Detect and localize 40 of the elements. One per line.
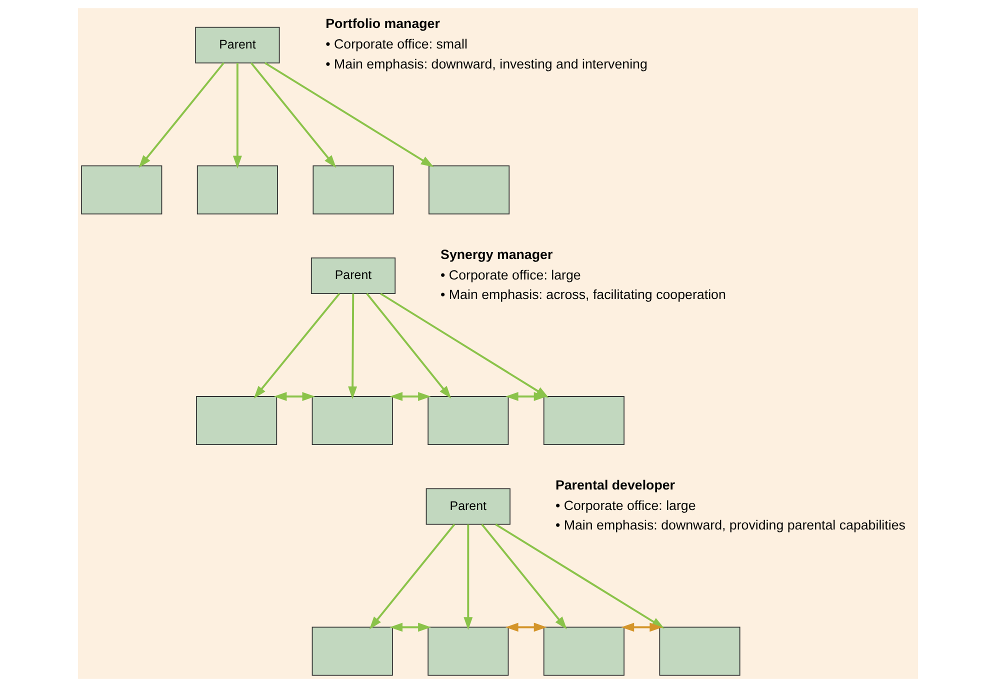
node-box <box>196 396 278 446</box>
arrow <box>348 294 358 400</box>
arrow <box>264 62 434 168</box>
label: Portfolio manager <box>326 16 440 32</box>
node-box <box>312 165 394 214</box>
label: • Main emphasis: across, facilitating cooperation <box>440 286 726 302</box>
label: • Main emphasis: downward, investing and intervening <box>326 56 648 72</box>
arrow <box>505 392 547 401</box>
node-box: Parent <box>426 488 510 525</box>
label: • Corporate office: large <box>555 498 696 514</box>
node-box: Parent <box>195 26 280 64</box>
node-box <box>543 626 624 676</box>
node-box <box>196 165 278 214</box>
node-box <box>81 165 162 214</box>
arrow <box>464 524 473 630</box>
arrow <box>481 524 567 630</box>
arrow <box>369 524 456 630</box>
label: Parental developer <box>555 478 675 493</box>
node-box <box>659 626 740 676</box>
node-box: Parent <box>310 258 396 294</box>
node-box <box>312 626 393 676</box>
arrow <box>138 62 224 168</box>
label: Synergy manager <box>440 246 553 262</box>
label: • Corporate office: large <box>440 267 581 282</box>
node-box <box>543 396 624 446</box>
arrow <box>232 62 242 169</box>
arrow <box>366 293 452 399</box>
node-box <box>428 396 509 446</box>
arrow <box>390 392 431 401</box>
label: • Main emphasis: downward, providing parental capabilities <box>555 518 906 533</box>
arrow <box>390 622 431 632</box>
arrow <box>505 622 547 632</box>
node-box <box>428 165 510 214</box>
arrow <box>274 392 316 401</box>
arrow <box>254 293 340 399</box>
label: • Corporate office: small <box>326 36 468 52</box>
node-box <box>428 626 509 676</box>
arrow <box>621 622 663 632</box>
arrow <box>250 62 336 168</box>
node-box <box>312 396 393 446</box>
